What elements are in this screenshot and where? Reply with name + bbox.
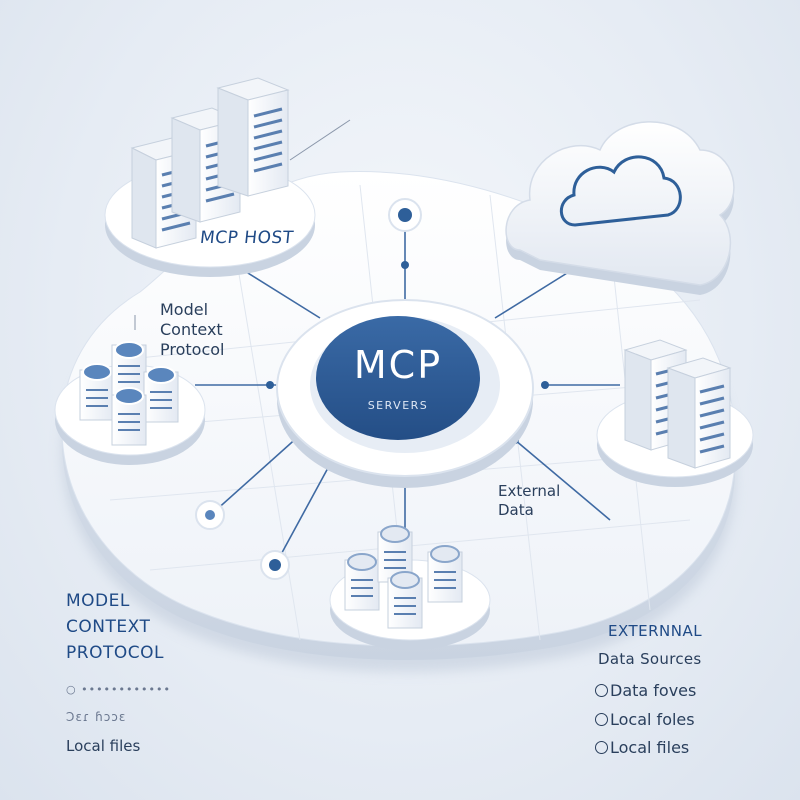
right-server-2 [666,357,732,469]
mcp-hub [276,299,534,488]
option-local-foles: Local foles [595,710,695,729]
external-data-line-1: External [498,482,561,500]
side-protocol-line-3: Protocol [160,340,225,359]
side-protocol-line-2: Context [160,320,223,339]
left-cube-4 [111,387,147,446]
mcp-host-label: MCP HOST [198,228,295,248]
left-protocol-heading: MODEL CONTEXT PROTOCOL [66,588,164,666]
leader-lines [134,119,351,330]
mcp-title: MCP [353,343,443,387]
mcp-subtitle: SERVERS [367,399,429,412]
model-context-protocol-label: Model Context Protocol [160,300,224,360]
bottom-cube-3 [427,545,463,603]
left-cluster [54,341,206,465]
option-label: Local foles [610,710,695,729]
radio-circle-icon [595,741,608,754]
option-label: Data foves [610,681,697,700]
radio-circle-icon [595,713,608,726]
external-data-label: External Data [498,482,560,520]
node-badge-left [195,500,225,530]
node-badge-top [388,198,422,232]
left-small-text-1: ○ •••••••••••• [66,683,171,696]
left-protocol-line-1: MODEL [66,591,130,611]
option-data-foves: Data foves [595,681,696,700]
right-external-heading: EXTERNNAL [608,622,703,640]
cloud-icon [505,121,735,295]
external-data-line-2: Data [498,501,534,519]
option-local-files: Local files [595,738,689,757]
left-cube-3 [143,366,179,423]
left-local-files: Local files [66,737,141,755]
bottom-cube-1 [344,553,380,611]
right-cluster [596,339,754,487]
left-protocol-line-3: PROTOCOL [66,643,164,663]
left-protocol-line-2: CONTEXT [66,617,151,637]
option-label: Local files [610,738,690,757]
radio-circle-icon [595,684,608,697]
left-small-text-2: Ɔɛɾ ɦɔɔɛ [66,710,127,724]
bottom-cluster [329,525,491,650]
right-data-sources: Data Sources [598,650,702,668]
left-cube-1 [79,363,115,421]
side-protocol-line-1: Model [160,300,209,319]
mcp-host-group [104,77,316,277]
left-cube-2 [111,341,147,396]
bottom-cube-4 [387,571,423,629]
node-badge-bottom [260,550,290,580]
host-server-3 [216,77,290,197]
